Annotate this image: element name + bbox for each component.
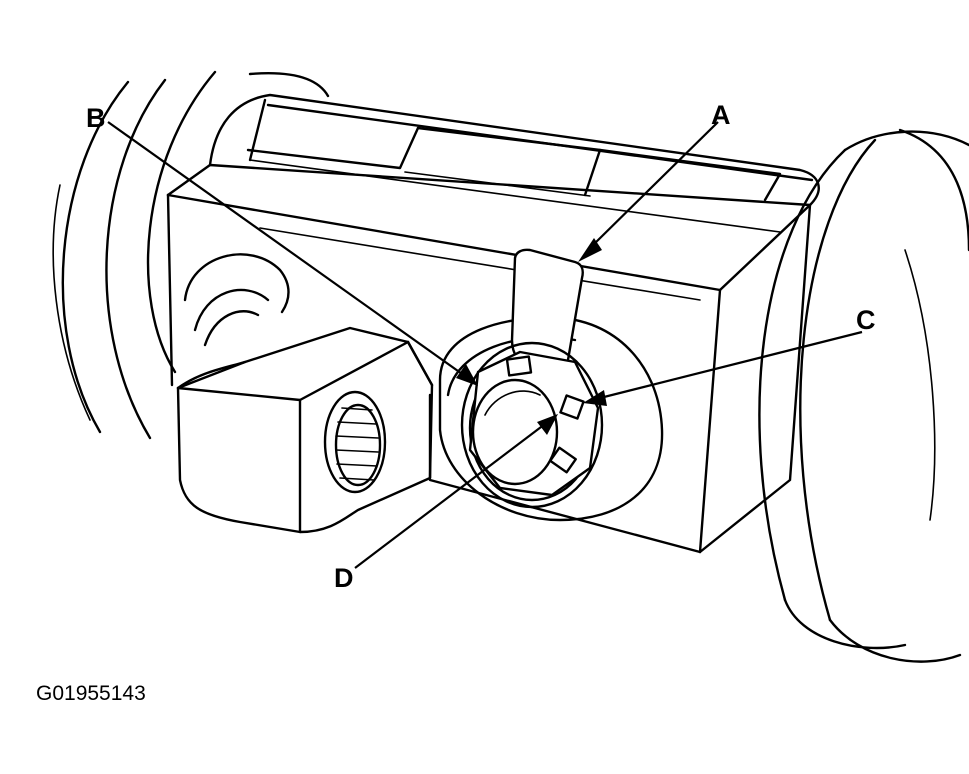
callout-b: B xyxy=(86,103,106,133)
leader-a xyxy=(578,121,719,262)
figure-id: G01955143 xyxy=(36,682,146,705)
leader-d xyxy=(354,414,558,569)
inlet-hole xyxy=(323,390,387,494)
callout-a: A xyxy=(711,100,731,130)
adjuster-nut xyxy=(460,341,604,509)
inlet-port-block xyxy=(176,326,434,534)
callout-c: C xyxy=(856,305,876,335)
leader-c xyxy=(583,330,863,406)
left-boss xyxy=(183,253,290,347)
left-boot-rings xyxy=(52,70,330,440)
callout-d: D xyxy=(334,563,354,593)
leader-b xyxy=(107,121,478,386)
right-boot-rings xyxy=(758,128,969,663)
